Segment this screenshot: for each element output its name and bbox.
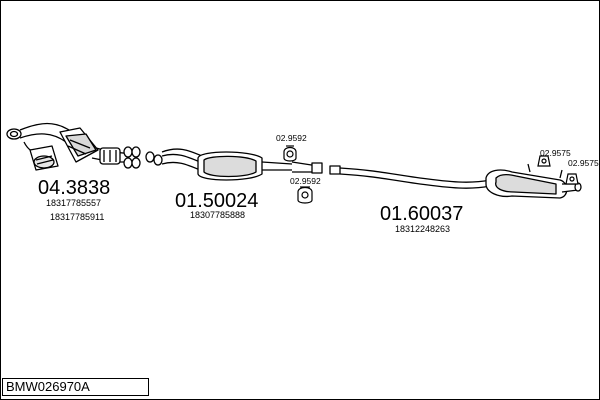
rear-silencer-part-no: 01.60037 (380, 203, 463, 225)
rear-silencer-oe-1: 18312248263 (395, 224, 450, 234)
clamp-a-part-no: 02.9592 (276, 133, 307, 143)
front-pipe-part-no: 04.3838 (38, 177, 110, 199)
front-pipe-oe-2: 18317785911 (50, 212, 104, 222)
front-pipe-oe-1: 18317785557 (46, 198, 101, 208)
rubber-a-part-no: 02.9575 (540, 148, 571, 158)
rubber-b-drawing (565, 173, 579, 185)
clamp-a-drawing (283, 145, 297, 162)
clamp-b-part-no: 02.9592 (290, 176, 321, 186)
clamp-b-drawing (297, 186, 313, 204)
rubber-a-drawing (537, 155, 551, 167)
center-silencer-part-no: 01.50024 (175, 190, 258, 212)
front-pipe-drawing (6, 122, 141, 171)
center-silencer-drawing (145, 148, 323, 181)
rubber-b-part-no: 02.9575 (568, 158, 599, 168)
center-silencer-oe-1: 18307785888 (190, 210, 245, 220)
assembly-code-box: BMW026970A (2, 378, 149, 396)
rear-silencer-drawing (329, 163, 582, 199)
